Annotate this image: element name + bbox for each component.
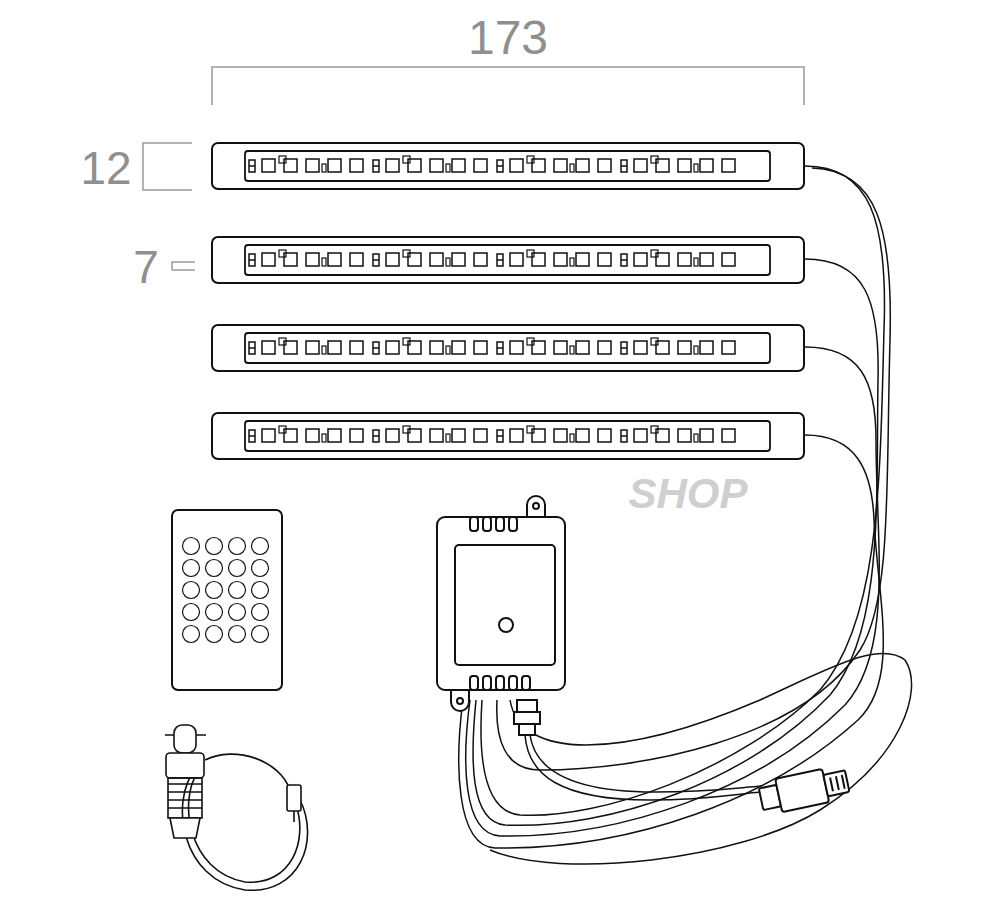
watermark: SHOP <box>628 473 747 515</box>
led-strip <box>212 237 804 283</box>
controller-box <box>437 496 565 735</box>
dimension-label: 173 <box>468 14 548 62</box>
dimension-label: 12 <box>80 145 131 191</box>
led-strip <box>212 143 804 189</box>
wires <box>459 166 912 864</box>
connector-plug <box>758 764 851 816</box>
led-strip <box>212 325 804 371</box>
led-strips <box>212 143 804 459</box>
power-adapter <box>165 725 308 890</box>
dimension-label: 7 <box>133 244 159 290</box>
led-strip <box>212 413 804 459</box>
remote-control <box>172 510 282 690</box>
